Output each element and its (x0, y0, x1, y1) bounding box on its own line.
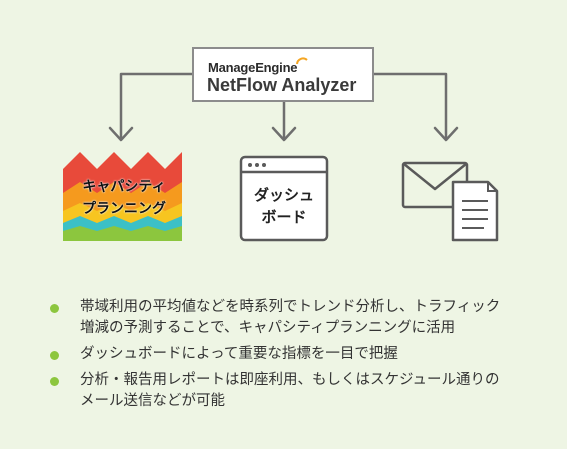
list-item: 帯域利用の平均値などを時系列でトレンド分析し、トラフィック 増減の予測することで… (50, 297, 550, 339)
list-item: 分析・報告用レポートは即座利用、もしくはスケジュール通りの メール送信などが可能 (50, 370, 550, 412)
capacity-label-line-2: プランニング (82, 201, 166, 217)
bullet-dot-icon (50, 351, 59, 360)
bullet-line: 分析・報告用レポートは即座利用、もしくはスケジュール通りの (80, 372, 500, 388)
bullet-dot-icon (50, 377, 59, 386)
connector-right (372, 72, 448, 140)
logo-arc-icon (296, 57, 308, 65)
connector-left (119, 72, 194, 140)
capacity-label-line-1: キャパシティ (82, 179, 166, 195)
bullet-dot-icon (50, 304, 59, 313)
arrow-right-icon (433, 126, 459, 142)
dashboard-label-line-2: ボード (261, 208, 307, 226)
logo-brand: ManageEngine (208, 60, 298, 75)
band-green (63, 226, 182, 241)
netflow-analyzer-logo: ManageEngine NetFlow Analyzer (192, 47, 374, 102)
feature-bullet-list: 帯域利用の平均値などを時系列でトレンド分析し、トラフィック 増減の予測することで… (50, 297, 550, 417)
bullet-line: 帯域利用の平均値などを時系列でトレンド分析し、トラフィック (80, 299, 501, 315)
bullet-line: 増減の予測することで、キャパシティプランニングに活用 (80, 320, 456, 336)
logo-product: NetFlow Analyzer (207, 75, 357, 95)
dashboard-label-line-1: ダッシュ (253, 186, 314, 204)
document-icon (451, 180, 499, 242)
bullet-line: メール送信などが可能 (80, 393, 225, 409)
arrow-center-icon (271, 126, 297, 142)
bullet-line: ダッシュボードによって重要な指標を一目で把握 (80, 346, 398, 362)
list-item: ダッシュボードによって重要な指標を一目で把握 (50, 344, 550, 365)
arrow-left-icon (108, 126, 134, 142)
